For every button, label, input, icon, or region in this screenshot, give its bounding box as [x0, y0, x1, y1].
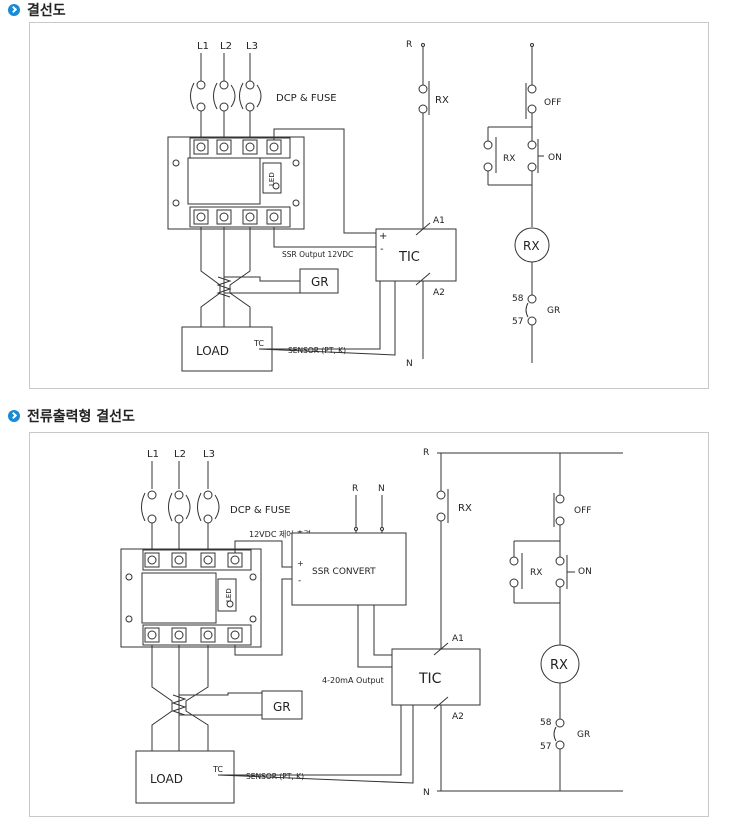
- phase-wires-top: [190, 53, 262, 141]
- sensor-wires: [217, 705, 414, 784]
- phase-label: L3: [246, 41, 258, 52]
- tc-label: TC: [212, 765, 223, 774]
- current-output-diagram-panel: L1 L2 L3 DCP & FUSE LED 12: [29, 432, 709, 817]
- control-line-left: [415, 43, 431, 359]
- ssr-convert-label: SSR CONVERT: [312, 567, 376, 577]
- off-label: OFF: [544, 98, 561, 108]
- a2-label: A2: [452, 712, 464, 722]
- control-line-right: [509, 453, 580, 791]
- rx-contact-label: RX: [458, 503, 472, 514]
- ssr-output-label: SSR Output 12VDC: [282, 250, 353, 259]
- rx-contact-label: RX: [435, 95, 449, 106]
- plus-label: +: [297, 559, 304, 568]
- ssr-relay-block: [167, 136, 305, 230]
- sensor-wires: [258, 281, 396, 356]
- phase-wires-bottom: [200, 227, 300, 329]
- led-label: LED: [225, 588, 233, 602]
- minus-label: -: [298, 576, 301, 586]
- phase-wires-top: [141, 461, 220, 551]
- phase-label: L1: [147, 449, 159, 460]
- tc-label: TC: [253, 339, 264, 348]
- gr-label: GR: [273, 700, 291, 714]
- on-label: ON: [548, 153, 562, 163]
- phase-label: L3: [203, 449, 215, 460]
- section-title-text: 결선도: [27, 3, 66, 19]
- tic-label: TIC: [418, 671, 442, 687]
- r-label: R: [423, 448, 429, 458]
- dcp-fuse-label: DCP & FUSE: [230, 505, 291, 516]
- wiring-diagram-panel: L1 L2 L3 DCP & FUSE LED: [29, 22, 709, 389]
- phase-label: L2: [220, 41, 232, 52]
- converter-n-label: N: [378, 484, 385, 494]
- gr-terminal-label: GR: [547, 306, 560, 316]
- control-line-right: [483, 43, 550, 363]
- gr-terminal-label: GR: [577, 730, 590, 740]
- minus-label: -: [380, 244, 384, 255]
- sensor-label: SENSOR (PT, K): [246, 772, 304, 781]
- phase-label: L1: [197, 41, 209, 52]
- ma-output-wires: [357, 605, 392, 668]
- tic-label: TIC: [398, 250, 420, 265]
- terminal-57-label: 57: [512, 317, 523, 327]
- off-label: OFF: [574, 506, 591, 516]
- ssr-relay-block: [120, 548, 262, 648]
- led-label: LED: [268, 172, 276, 186]
- wiring-diagram: L1 L2 L3 DCP & FUSE LED: [167, 40, 562, 372]
- power-bus: [433, 452, 623, 792]
- gr-box: [261, 690, 303, 720]
- ssr-output-wires: [234, 540, 292, 656]
- tic-box: [375, 228, 457, 282]
- on-label: ON: [578, 567, 592, 577]
- gr-label: GR: [311, 275, 329, 289]
- tic-box: [391, 648, 481, 706]
- ma-output-label: 4-20mA Output: [322, 676, 384, 685]
- ssr-convert-box: [291, 532, 407, 606]
- converter-r-label: R: [352, 484, 358, 494]
- phase-label: L2: [174, 449, 186, 460]
- terminal-58-label: 58: [512, 294, 524, 304]
- chevron-right-icon: [8, 4, 20, 16]
- a2-label: A2: [433, 288, 445, 298]
- r-label: R: [406, 40, 412, 50]
- rx-hold-label: RX: [530, 568, 542, 578]
- n-label: N: [406, 359, 413, 369]
- terminal-57-label: 57: [540, 742, 551, 752]
- gr-box: [299, 268, 339, 294]
- sensor-label: SENSOR (PT, K): [288, 346, 346, 355]
- rx-hold-label: RX: [503, 154, 515, 164]
- plus-label: +: [379, 231, 387, 242]
- section-title-current-output: 전류출력형 결선도: [8, 406, 135, 426]
- a1-label: A1: [433, 216, 445, 226]
- load-label: LOAD: [150, 772, 183, 786]
- n-label: N: [423, 788, 430, 798]
- section-title-text: 전류출력형 결선도: [27, 409, 135, 425]
- chevron-right-icon: [8, 410, 20, 422]
- ssr-output-wires: [273, 128, 376, 248]
- a1-label: A1: [452, 634, 464, 644]
- converter-power-wires: [354, 495, 384, 533]
- phase-wires-bottom: [151, 645, 262, 751]
- rx-coil-label: RX: [550, 658, 568, 673]
- load-label: LOAD: [196, 344, 229, 358]
- section-title-wiring: 결선도: [8, 0, 66, 20]
- rx-coil-label: RX: [523, 239, 540, 253]
- current-output-diagram: L1 L2 L3 DCP & FUSE LED 12: [120, 448, 623, 804]
- load-box: [135, 750, 235, 804]
- terminal-58-label: 58: [540, 718, 552, 728]
- vdc-control-label: 12VDC 제어 출력: [249, 529, 311, 539]
- dcp-fuse-label: DCP & FUSE: [276, 93, 337, 104]
